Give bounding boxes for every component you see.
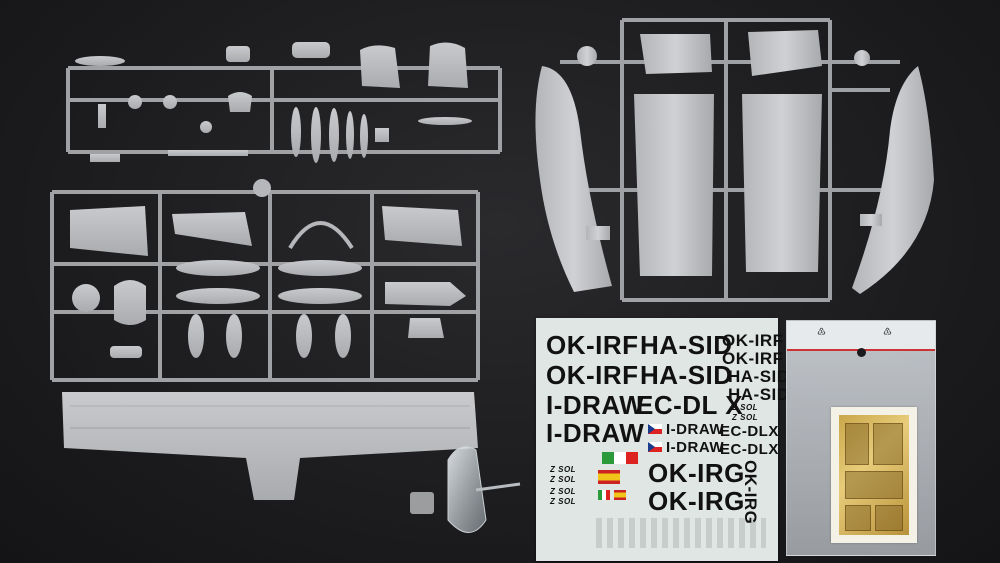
- decal-i-draw-1: I-DRAW: [546, 390, 645, 420]
- small-parts: [75, 42, 472, 163]
- flag-italy: [602, 452, 638, 464]
- decal-ok-irf-2: OK-IRF: [546, 360, 639, 390]
- recycle-icon: ♳: [883, 327, 892, 338]
- photo-etch-card: [831, 407, 917, 543]
- bag-seal: ♳ ♳: [787, 321, 935, 351]
- pe-part: [845, 471, 903, 499]
- flag-spain-small: [614, 490, 626, 500]
- pe-part: [873, 423, 903, 465]
- bag-hanger-hole: [857, 348, 866, 357]
- decal-zsol-d: Z SOL: [550, 475, 577, 484]
- decal-ha-sid-1: HA-SID: [640, 330, 733, 360]
- flag-czech-1: [648, 424, 662, 434]
- decal-ok-irf-small-2: OK-IRF: [722, 349, 784, 368]
- decal-zsol-b: Z SOL: [732, 413, 759, 422]
- pe-part: [875, 505, 903, 531]
- decal-ec-dlx-small-2: EC-DLX: [720, 441, 779, 458]
- pe-part: [845, 505, 871, 531]
- canopy: [447, 446, 487, 533]
- decal-zsol-f: Z SOL: [550, 497, 577, 506]
- decal-sheet: OK-IRF HA-SID OK-IRF HA-SID OK-IRF OK-IR…: [536, 318, 789, 561]
- decal-ok-irf-small-1: OK-IRF: [722, 331, 784, 350]
- decal-i-draw-2: I-DRAW: [546, 418, 645, 448]
- fuselage-halves: [535, 30, 934, 294]
- stencil-markings: [596, 518, 766, 548]
- flag-italy-small: [598, 490, 610, 500]
- flag-spain: [598, 470, 620, 484]
- recycle-icon: ♳: [817, 327, 826, 338]
- decal-ha-sid-small-1: HA-SID: [728, 367, 790, 386]
- photo-etch-fret: [839, 415, 909, 535]
- decal-i-draw-small-2: I-DRAW: [666, 439, 724, 456]
- decal-ok-irg-vertical: OK-IRG: [741, 460, 760, 525]
- small-part: [410, 492, 434, 514]
- decal-ok-irg-2: OK-IRG: [648, 486, 745, 516]
- decal-ok-irf-1: OK-IRF: [546, 330, 639, 360]
- decal-ha-sid-small-2: HA-SID: [728, 385, 790, 404]
- decal-ok-irg-1: OK-IRG: [648, 458, 745, 488]
- decal-i-draw-small-1: I-DRAW: [666, 421, 724, 438]
- decal-zsol-a: Z SOL: [732, 403, 759, 412]
- decal-ha-sid-2: HA-SID: [640, 360, 733, 390]
- pe-part: [845, 423, 869, 465]
- canopy-sprue: [475, 482, 521, 492]
- decal-zsol-c: Z SOL: [550, 465, 577, 474]
- sprue-fuselage-halves: [560, 18, 900, 302]
- fuselage-parts: [70, 179, 466, 358]
- flag-czech-2: [648, 442, 662, 452]
- decal-ec-dlx-small-1: EC-DLX: [720, 423, 779, 440]
- decal-ec-dlx-1: EC-DL X: [636, 390, 744, 420]
- main-wing: [62, 392, 478, 500]
- decal-zsol-e: Z SOL: [550, 487, 577, 496]
- photo-etch-bag: ♳ ♳: [786, 320, 936, 556]
